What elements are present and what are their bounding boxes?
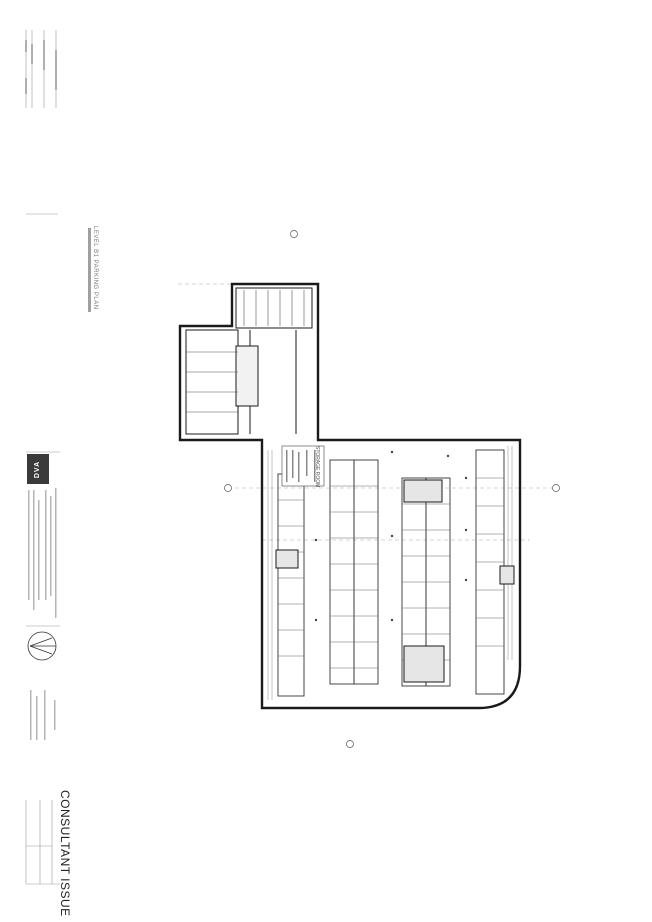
traffic-arrows: [314, 450, 468, 622]
revision-text: [25, 40, 57, 94]
plan-outline: [178, 282, 522, 710]
drawing-title-marks: [88, 228, 91, 312]
parking-stalls: [278, 477, 504, 669]
status-stamp: CONSULTANT ISSUE: [58, 790, 72, 917]
consultant-logo: DVA: [27, 454, 49, 484]
logo-text: DVA: [34, 460, 42, 478]
consultant-info: [26, 451, 60, 627]
north-arrow-icon: [27, 631, 57, 661]
upper-block-walls: [185, 287, 313, 435]
grid-bubble-icon: [224, 230, 560, 748]
notes-box: [281, 445, 325, 487]
notes-label: STORAGE ROOM: [314, 446, 320, 488]
parking-rows: [277, 449, 505, 697]
consultant-text-lines: [28, 488, 57, 740]
hatch-walls: [267, 446, 513, 700]
drawing-title: LEVEL B1 PARKING PLAN: [92, 226, 98, 310]
stair-cores: [275, 479, 515, 683]
upper-parking-stalls: [186, 290, 305, 413]
revision-table: [25, 30, 58, 215]
floor-plan: [178, 230, 560, 748]
issue-table: [25, 800, 60, 885]
